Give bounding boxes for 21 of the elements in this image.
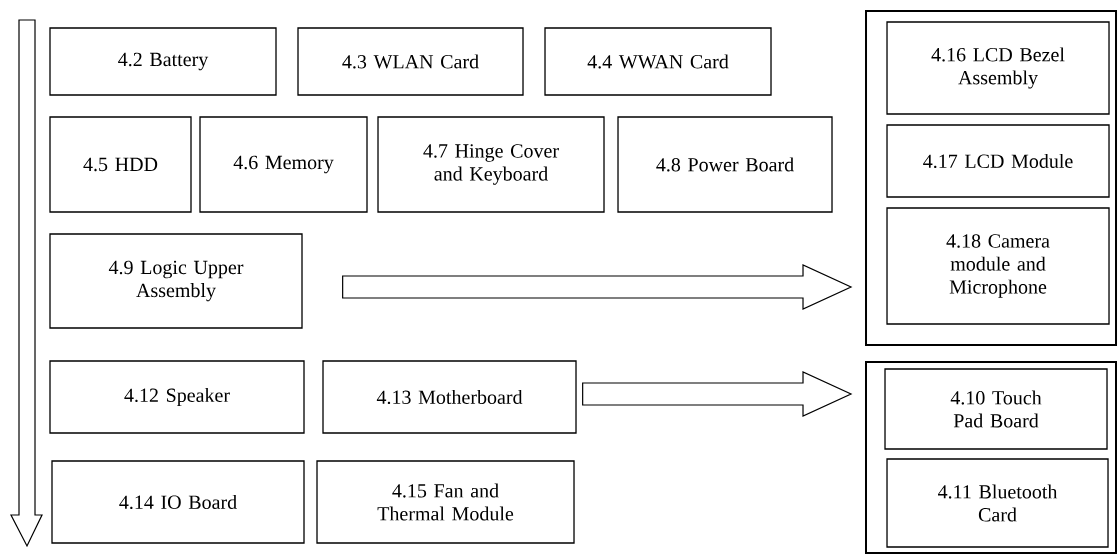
group-box (865, 361, 1117, 554)
step-box: 4.18 Camera module and Microphone (886, 207, 1110, 325)
step-box: 4.5 HDD (49, 116, 192, 213)
group-box (865, 10, 1117, 346)
step-box: 4.9 Logic Upper Assembly (49, 233, 303, 329)
step-box: 4.7 Hinge Cover and Keyboard (377, 116, 605, 213)
step-box: 4.4 WWAN Card (544, 27, 772, 96)
step-box: 4.13 Motherboard (322, 360, 577, 434)
step-box: 4.17 LCD Module (886, 124, 1110, 198)
block-arrow (582, 371, 853, 417)
step-box: 4.3 WLAN Card (297, 27, 524, 96)
step-box: 4.12 Speaker (49, 360, 305, 434)
step-box: 4.11 Bluetooth Card (886, 458, 1109, 548)
block-arrow (342, 264, 853, 310)
step-box: 4.16 LCD Bezel Assembly (886, 21, 1110, 115)
step-box: 4.2 Battery (49, 27, 277, 96)
step-box: 4.8 Power Board (617, 116, 833, 213)
step-box: 4.14 IO Board (51, 460, 305, 544)
step-box: 4.15 Fan and Thermal Module (316, 460, 575, 544)
step-box: 4.6 Memory (199, 116, 368, 213)
step-box: 4.10 Touch Pad Board (884, 368, 1108, 450)
